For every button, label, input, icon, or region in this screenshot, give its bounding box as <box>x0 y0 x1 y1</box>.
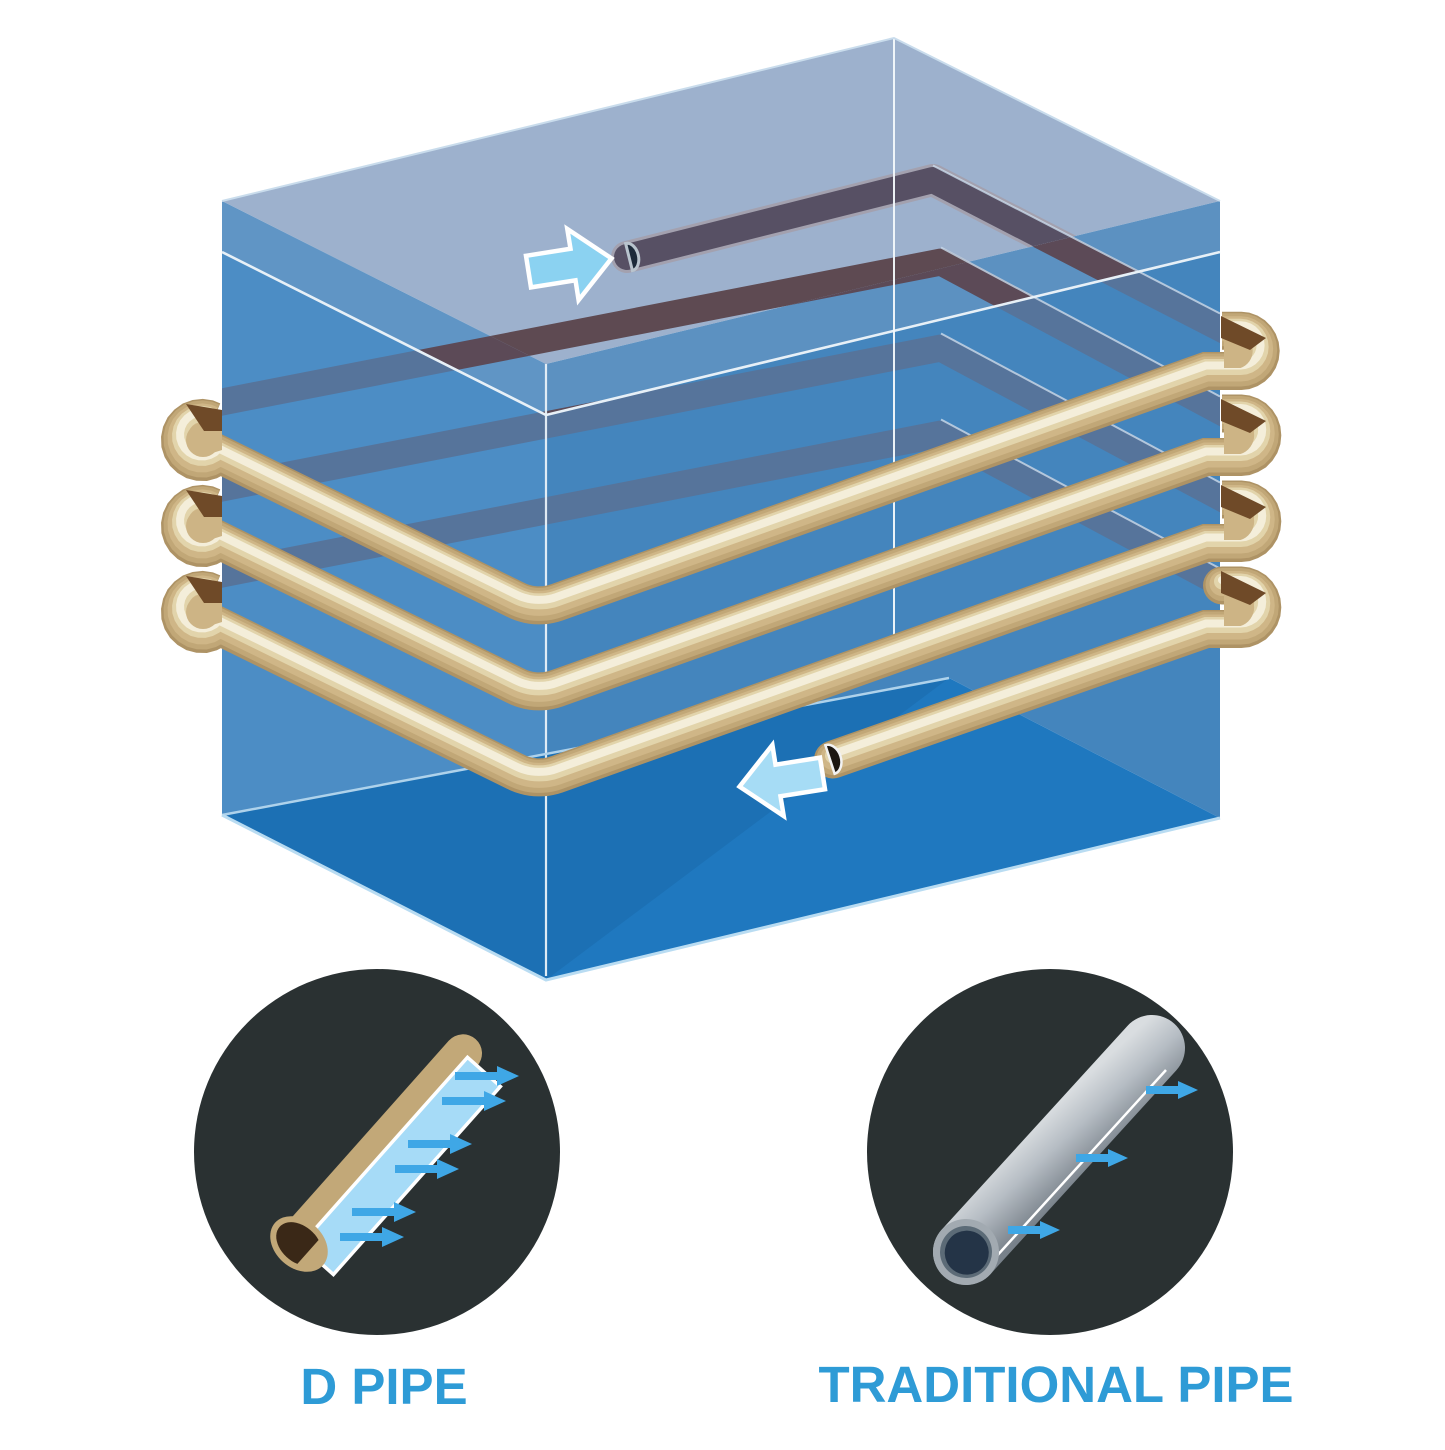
svg-text:D PIPE: D PIPE <box>300 1358 467 1415</box>
svg-text:TRADITIONAL PIPE: TRADITIONAL PIPE <box>818 1356 1293 1413</box>
